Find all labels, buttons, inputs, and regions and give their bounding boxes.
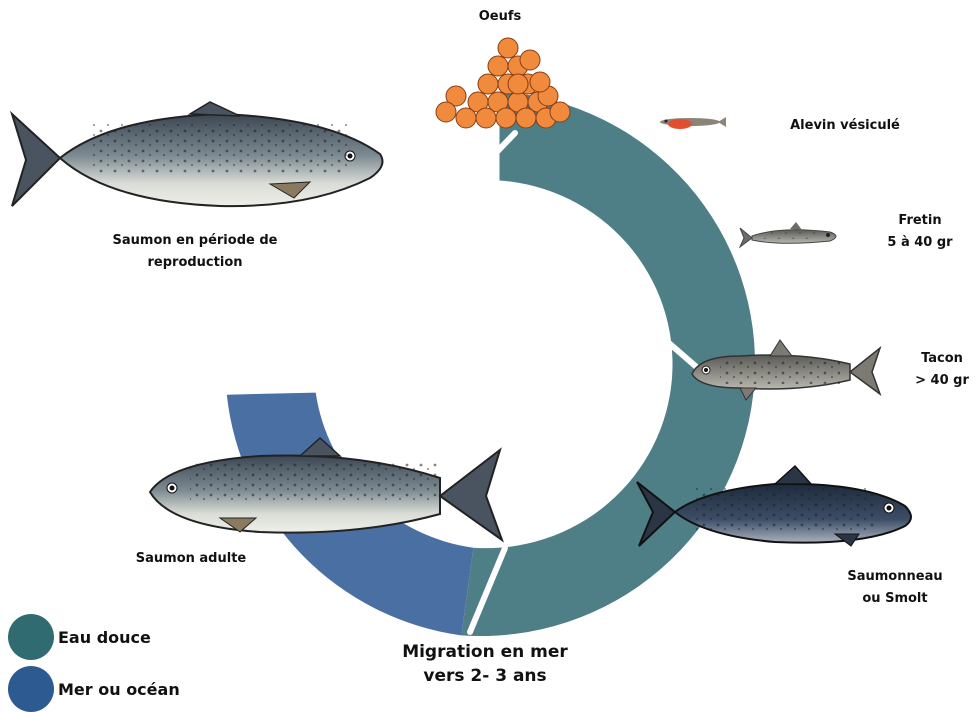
alevin-label: Alevin vésiculé xyxy=(770,115,920,137)
sea-swatch xyxy=(8,666,54,712)
egg xyxy=(488,56,508,76)
fretin-weight: 5 à 40 gr xyxy=(880,232,960,254)
adult-salmon-illustration xyxy=(150,438,502,540)
spawning-salmon-illustration xyxy=(12,102,382,206)
egg xyxy=(530,72,550,92)
smolt-line2: ou Smolt xyxy=(832,588,958,610)
fretin-illustration xyxy=(740,222,836,247)
divider-sea-left xyxy=(210,342,262,384)
legend-fresh-water: Eau douce xyxy=(8,614,151,660)
egg xyxy=(476,108,496,128)
fretin-label: Fretin 5 à 40 gr xyxy=(880,210,960,254)
egg xyxy=(496,108,516,128)
egg xyxy=(498,38,518,58)
divider-sea-right xyxy=(262,342,306,383)
migration-line2: vers 2- 3 ans xyxy=(380,664,590,688)
spawning-line1: Saumon en période de xyxy=(80,230,310,252)
fresh-water-swatch xyxy=(8,614,54,660)
egg xyxy=(456,108,476,128)
eggs-label: Oeufs xyxy=(470,6,530,28)
alevin-illustration xyxy=(660,117,726,129)
legend-sea: Mer ou océan xyxy=(8,666,180,712)
sea-legend-text: Mer ou océan xyxy=(58,680,180,699)
eggs-illustration xyxy=(436,38,570,128)
egg xyxy=(508,74,528,94)
tacon-name: Tacon xyxy=(912,348,972,370)
egg xyxy=(550,102,570,122)
fresh-water-legend-text: Eau douce xyxy=(58,628,151,647)
egg xyxy=(520,50,540,70)
migration-line1: Migration en mer xyxy=(380,640,590,664)
fretin-name: Fretin xyxy=(880,210,960,232)
egg xyxy=(516,108,536,128)
spawning-line2: reproduction xyxy=(80,252,310,274)
adult-label: Saumon adulte xyxy=(120,548,262,570)
tacon-label: Tacon > 40 gr xyxy=(912,348,972,392)
smolt-label: Saumonneau ou Smolt xyxy=(832,566,958,610)
migration-label: Migration en mer vers 2- 3 ans xyxy=(380,640,590,688)
smolt-line1: Saumonneau xyxy=(832,566,958,588)
spawning-label: Saumon en période de reproduction xyxy=(80,230,310,274)
egg xyxy=(436,102,456,122)
tacon-weight: > 40 gr xyxy=(912,370,972,392)
egg xyxy=(478,74,498,94)
